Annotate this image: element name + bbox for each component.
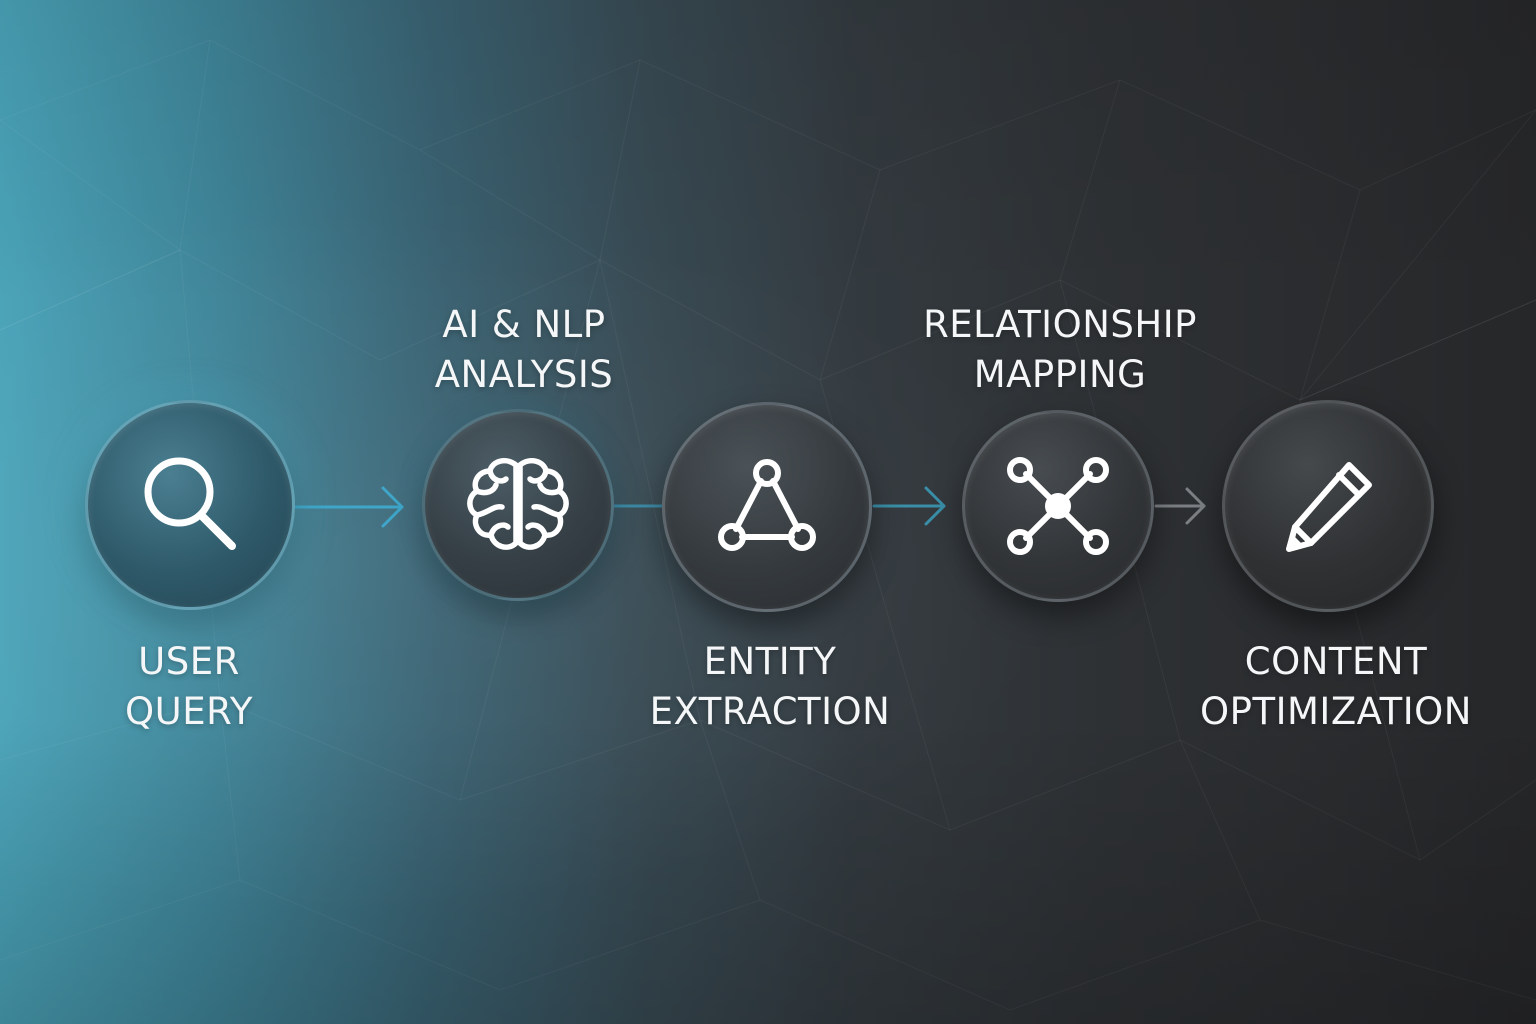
search-icon <box>144 457 236 550</box>
label-user-query-line2: QUERY <box>124 690 254 733</box>
label-user-query: USER QUERY <box>125 637 253 737</box>
label-relationship-line1: RELATIONSHIP <box>923 303 1197 346</box>
node-relationship-mapping <box>962 410 1154 602</box>
hub-network-icon <box>1007 457 1109 555</box>
arrow-query-to-analysis <box>294 486 404 528</box>
arrow-relationship-to-content <box>1154 487 1206 525</box>
node-ai-nlp-analysis <box>422 409 614 601</box>
label-relationship-line2: MAPPING <box>973 353 1147 396</box>
label-ai-nlp-line1: AI & NLP <box>442 303 606 346</box>
arrow-entity-to-relationship <box>872 486 946 526</box>
label-content-line1: CONTENT <box>1244 640 1428 683</box>
label-entity-line2: EXTRACTION <box>649 690 891 733</box>
node-content-optimization <box>1222 400 1434 612</box>
label-user-query-line1: USER <box>138 640 240 683</box>
label-entity-extraction: ENTITY EXTRACTION <box>650 637 891 737</box>
pencil-icon <box>1286 462 1372 552</box>
label-content-optimization: CONTENT OPTIMIZATION <box>1200 637 1472 737</box>
label-content-line2: OPTIMIZATION <box>1200 690 1472 733</box>
brain-icon <box>467 458 569 550</box>
node-entity-extraction <box>662 402 872 612</box>
label-ai-nlp-analysis: AI & NLP ANALYSIS <box>435 300 614 400</box>
label-ai-nlp-line2: ANALYSIS <box>434 353 614 396</box>
label-entity-line1: ENTITY <box>703 640 837 683</box>
label-relationship-mapping: RELATIONSHIP MAPPING <box>923 300 1197 400</box>
triangle-nodes-icon <box>718 459 816 551</box>
node-user-query <box>85 400 295 610</box>
